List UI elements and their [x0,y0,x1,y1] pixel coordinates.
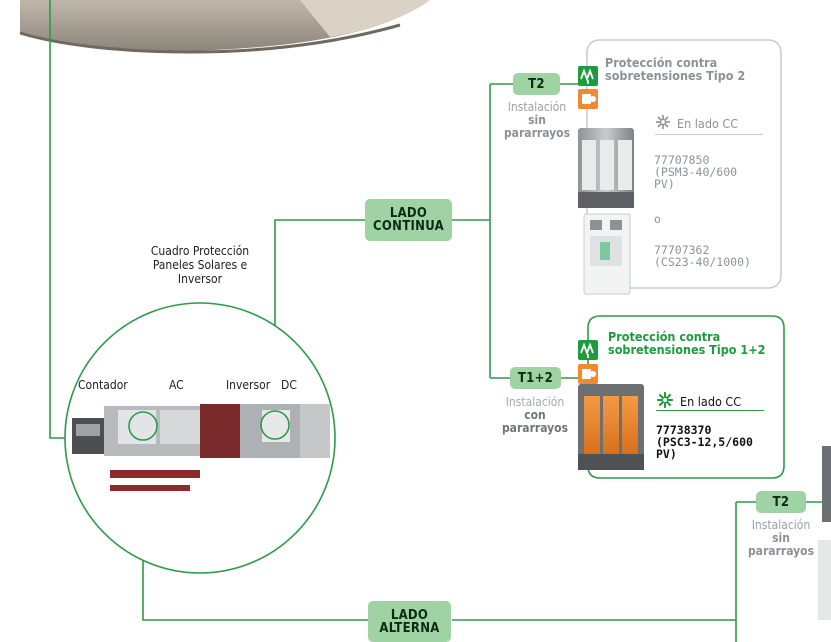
device-psc3-image [578,384,644,470]
type2-lado-cc-label: En lado CC [677,116,739,131]
type2-code-a-line-3: PV) [654,177,675,191]
type2-code-b-line-2: (CS23-40/1000) [654,255,751,269]
t12-install-line-3: pararrayos [501,421,569,435]
panel-circle [64,302,336,574]
type12-card-title: Protección contra sobretensiones Tipo 1+… [608,330,765,356]
type2-code-a: 77707850 (PSM3-40/600 PV) [654,154,737,190]
panel-title-line-3: Inversor [177,272,223,286]
t12-badge: T1+2 [510,367,561,389]
type12-code-line-2: (PSC3-12,5/600 [656,435,753,449]
wave-surge-icon [578,66,598,86]
roof-shape [19,0,430,54]
t2-bottom-install-line-1: Instalación [751,518,811,532]
type12-code-line-1: 77738370 [656,423,712,437]
leaf-icon [656,391,674,412]
type12-divider [656,410,764,411]
panel-title: Cuadro Protección Paneles Solares e Inve… [130,244,270,286]
snowflake-icon [655,114,671,133]
type2-title-line-2: sobretensiones Tipo 2 [605,68,746,83]
type12-code: 77738370 (PSC3-12,5/600 PV) [656,424,753,460]
type2-divider [655,134,763,135]
label-ac: AC [169,378,184,392]
wave-surge-icon [578,340,598,360]
t2-bottom-install-line-3: pararrayos [747,544,815,558]
label-inversor: Inversor [226,378,271,392]
label-contador: Contador [78,378,128,392]
t2-top-install-line-2: sin [528,113,546,127]
label-dc: DC [281,378,297,392]
t2-top-install-text: Instalación sin pararrayos [494,101,580,140]
t2-top-badge: T2 [513,73,560,95]
type12-lado-cc: En lado CC [656,391,741,412]
type2-code-a-line-2: (PSM3-40/600 [654,165,738,179]
device-psm3-image [578,128,634,208]
t2-bottom-install-text: Instalación sin pararrayos [738,519,824,558]
t2-top-install-line-1: Instalación [507,100,567,114]
type12-title-line-1: Protección contra [608,329,721,344]
t12-install-text: Instalación con pararrayos [492,396,578,435]
type2-card-title: Protección contra sobretensiones Tipo 2 [605,56,745,82]
device-partial-right [818,446,831,620]
type2-separator: o [654,212,661,226]
t12-install-line-1: Instalación [505,395,565,409]
type12-card-frame [587,315,785,479]
panel-title-line-2: Paneles Solares e [152,258,248,272]
type2-code-a-line-1: 77707850 [654,153,710,167]
type2-lado-cc: En lado CC [655,114,738,133]
t2-bottom-badge: T2 [756,491,806,513]
t12-install-line-2: con [524,408,546,422]
t2-top-install-line-3: pararrayos [503,126,571,140]
t2-bottom-install-line-2: sin [772,531,790,545]
lado-continua-line-2: CONTINUA [373,219,444,234]
lado-continua-line-1: LADO [389,206,428,221]
type2-code-b-line-1: 77707362 [654,243,710,257]
type12-lado-cc-label: En lado CC [680,394,742,409]
lado-alterna-pill: LADO ALTERNA [368,601,451,642]
panel-title-line-1: Cuadro Protección [150,244,250,258]
type2-code-b: 77707362 (CS23-40/1000) [654,244,751,268]
type12-code-line-3: PV) [656,447,677,461]
type2-title-line-1: Protección contra [605,55,718,70]
lado-continua-pill: LADO CONTINUA [365,199,452,241]
lado-alterna-line-2: ALTERNA [379,620,440,636]
type12-title-line-2: sobretensiones Tipo 1+2 [608,342,766,357]
lado-alterna-line-1: LADO [390,607,429,623]
type-badge-icon [578,89,598,109]
device-cs23-image [583,213,631,295]
type-badge-icon [578,364,598,384]
